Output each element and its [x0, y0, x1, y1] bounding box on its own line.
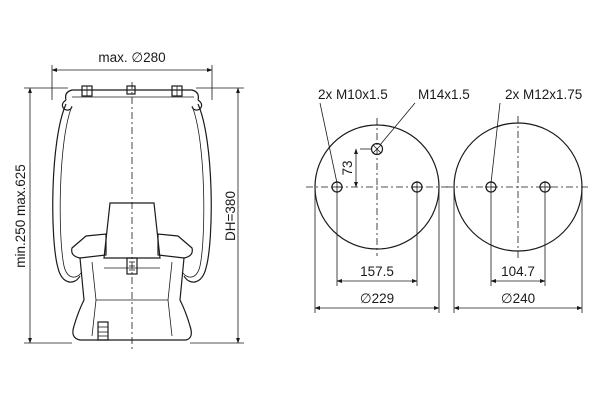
label-m12-studs: 2x M12x1.75: [505, 87, 582, 102]
air-fitting: [97, 321, 109, 341]
dim-port-offset: 73: [340, 160, 355, 175]
label-m14-port: M14x1.5: [418, 87, 470, 102]
dim-max-diameter: max. ∅280: [98, 50, 165, 65]
dim-design-height: DH=380: [223, 191, 238, 241]
side-view-dimensions: max. ∅280 min.250 max.625 DH=380: [13, 50, 244, 344]
air-spring-side-view: [52, 82, 212, 350]
dim-plate-diameter: ∅229: [360, 291, 394, 306]
top-stud-right: [171, 85, 183, 97]
dim-stud-spacing: 157.5: [360, 264, 394, 279]
label-m10-studs: 2x M10x1.5: [318, 87, 388, 102]
dim-stud-spacing: 104.7: [501, 264, 535, 279]
piston-body: [72, 257, 192, 341]
stud-hole-right: [539, 181, 551, 193]
piston-flange: [71, 233, 107, 259]
bottom-plate-view: 2x M12x1.75 104.7 ∅240: [446, 87, 590, 313]
bellows-left: [52, 103, 81, 283]
top-stud-left: [81, 85, 93, 97]
dim-height-range: min.250 max.625: [13, 164, 28, 268]
top-plate: [65, 89, 199, 101]
stud-hole-right: [411, 181, 423, 193]
bellows-right: [183, 103, 212, 283]
bump-stop: [103, 202, 161, 259]
dim-plate-diameter: ∅240: [501, 291, 535, 306]
top-plate-view: 73 2x M10x1.5 M14x1.5 157.5 ∅229: [306, 87, 470, 313]
